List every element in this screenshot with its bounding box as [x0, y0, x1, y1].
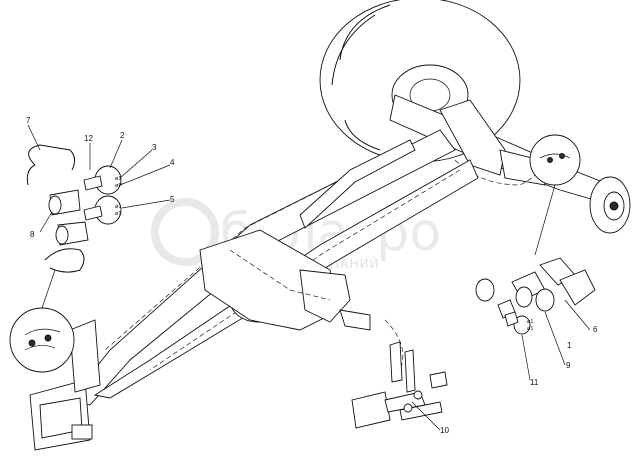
sublabel-a2: øP — [115, 183, 122, 189]
coupling-parts-right — [475, 257, 596, 335]
coupling-parts-left — [26, 144, 122, 273]
hose-couplings-10 — [351, 341, 448, 429]
label-9: 9 — [566, 361, 571, 370]
sublabel-c1: ø1 — [527, 319, 533, 325]
label-8: 8 — [30, 230, 35, 239]
sublabel-c2: ø1 — [527, 326, 533, 332]
label-10: 10 — [440, 426, 449, 435]
label-7: 7 — [26, 116, 31, 125]
label-4: 4 — [170, 158, 175, 167]
detail-insert-right — [529, 134, 581, 186]
label-2: 2 — [120, 131, 125, 140]
label-3: 3 — [152, 143, 157, 152]
sublabel-b1: ø1 — [115, 204, 121, 210]
detail-insert-left — [9, 307, 75, 373]
brake-cylinder-assembly — [199, 229, 404, 371]
label-1: 1 — [567, 341, 572, 350]
sublabel-a1: ø1 — [115, 176, 121, 182]
label-12: 12 — [84, 134, 93, 143]
leader-lines — [27, 124, 591, 431]
label-6: 6 — [593, 325, 598, 334]
part-labels: 7 12 2 3 4 5 8 6 1 9 11 10 ø1 øP ø1 ø1 ø… — [26, 116, 598, 435]
drawbar-hitch — [29, 319, 101, 451]
label-5: 5 — [170, 195, 175, 204]
label-11: 11 — [530, 378, 539, 387]
sublabel-b2: ø1 — [115, 211, 121, 217]
